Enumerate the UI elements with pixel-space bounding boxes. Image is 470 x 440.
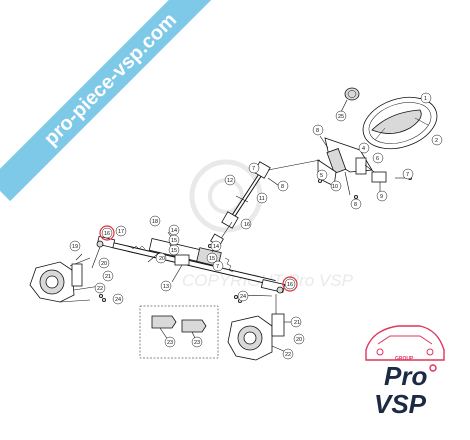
logo-vsp-text: VSP bbox=[374, 389, 427, 419]
callout-22: 22 bbox=[97, 286, 103, 292]
callout-25: 25 bbox=[338, 114, 344, 120]
callout-23b: 23 bbox=[194, 340, 200, 346]
boot-kit-box bbox=[139, 305, 219, 359]
callout-16-left: 16 bbox=[104, 231, 110, 237]
callout-24: 24 bbox=[115, 297, 121, 303]
callout-7b: 7 bbox=[252, 166, 255, 172]
banner-text: pro-piece-vsp.com bbox=[40, 9, 181, 150]
callout-7c: 7 bbox=[216, 264, 219, 270]
callout-4: 4 bbox=[362, 146, 365, 152]
pro-vsp-logo: GROUP Pro VSP bbox=[365, 325, 445, 419]
callout-11: 11 bbox=[259, 196, 265, 202]
callout-10: 10 bbox=[332, 184, 338, 190]
horn-badge bbox=[340, 87, 360, 113]
callout-22b: 22 bbox=[285, 352, 291, 358]
callout-21b: 21 bbox=[294, 320, 300, 326]
callout-5: 5 bbox=[320, 173, 323, 179]
callout-17: 17 bbox=[118, 229, 124, 235]
logo-pro-text: Pro bbox=[384, 361, 427, 391]
steering-rack bbox=[111, 221, 276, 286]
callout-21: 21 bbox=[105, 274, 111, 280]
callout-15c: 15 bbox=[209, 256, 215, 262]
callout-15b: 15 bbox=[171, 248, 177, 254]
callout-12: 12 bbox=[227, 178, 233, 184]
callout-24b: 24 bbox=[240, 294, 246, 300]
callout-13: 13 bbox=[163, 284, 169, 290]
callout-20: 20 bbox=[159, 256, 165, 262]
callout-23: 23 bbox=[167, 340, 173, 346]
callout-8c: 8 bbox=[281, 184, 284, 190]
part-callouts: 1 2 25 8 4 6 7 9 10 8 5 12 11 8 7 16 18 … bbox=[69, 92, 443, 360]
highlighted-callouts: 16 16 bbox=[99, 225, 298, 292]
callout-14: 14 bbox=[171, 228, 177, 234]
left-knuckle-hub bbox=[29, 253, 101, 303]
callout-2: 2 bbox=[435, 138, 438, 144]
callout-18: 18 bbox=[152, 219, 158, 225]
callout-19: 19 bbox=[72, 244, 78, 250]
callout-14b: 14 bbox=[213, 244, 219, 250]
intermediate-shaft bbox=[221, 159, 321, 229]
steering-wheel bbox=[362, 96, 438, 150]
callout-1: 1 bbox=[424, 96, 427, 102]
callout-8: 8 bbox=[316, 128, 319, 134]
logo-group-text: GROUP bbox=[395, 356, 414, 362]
callout-9: 9 bbox=[380, 194, 383, 200]
callout-6: 6 bbox=[376, 156, 379, 162]
callout-16c: 16 bbox=[244, 222, 250, 228]
callout-7: 7 bbox=[406, 172, 409, 178]
site-banner: pro-piece-vsp.com bbox=[0, 0, 216, 202]
callout-15: 15 bbox=[171, 238, 177, 244]
callout-16-right: 16 bbox=[287, 282, 293, 288]
right-knuckle-hub bbox=[227, 313, 298, 361]
callout-20c: 20 bbox=[296, 337, 302, 343]
callout-20b: 20 bbox=[101, 261, 107, 267]
callout-8b: 8 bbox=[354, 202, 357, 208]
